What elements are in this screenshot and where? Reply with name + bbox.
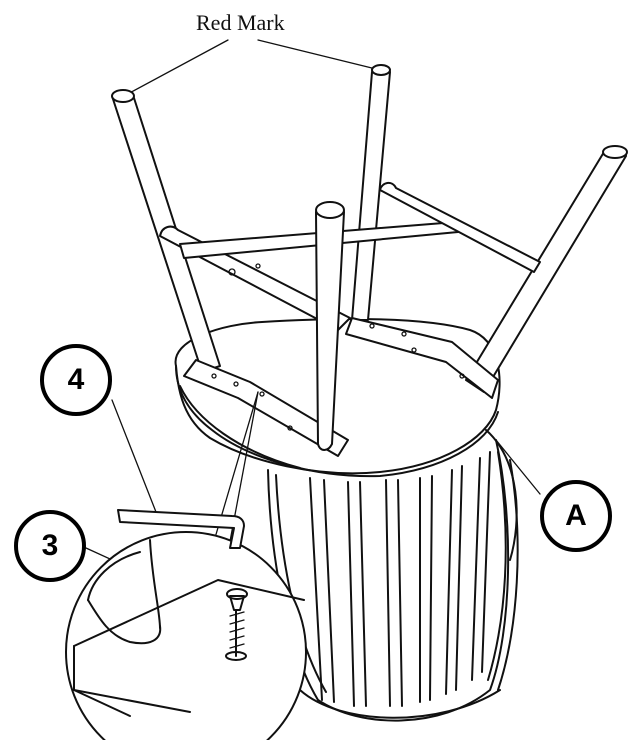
callout-a: A [540, 480, 612, 552]
chair-seat [174, 318, 518, 561]
callout-3: 3 [14, 510, 86, 582]
callout-4: 4 [40, 344, 112, 416]
stretchers [159, 182, 541, 331]
red-mark-label: Red Mark [196, 10, 285, 35]
red-mark-leaders [123, 39, 381, 97]
chair-back-spindles [267, 439, 519, 722]
mounting-plates [183, 263, 499, 457]
front-leg-right [465, 145, 628, 393]
front-leg-center [315, 201, 345, 451]
allen-key [117, 509, 245, 549]
